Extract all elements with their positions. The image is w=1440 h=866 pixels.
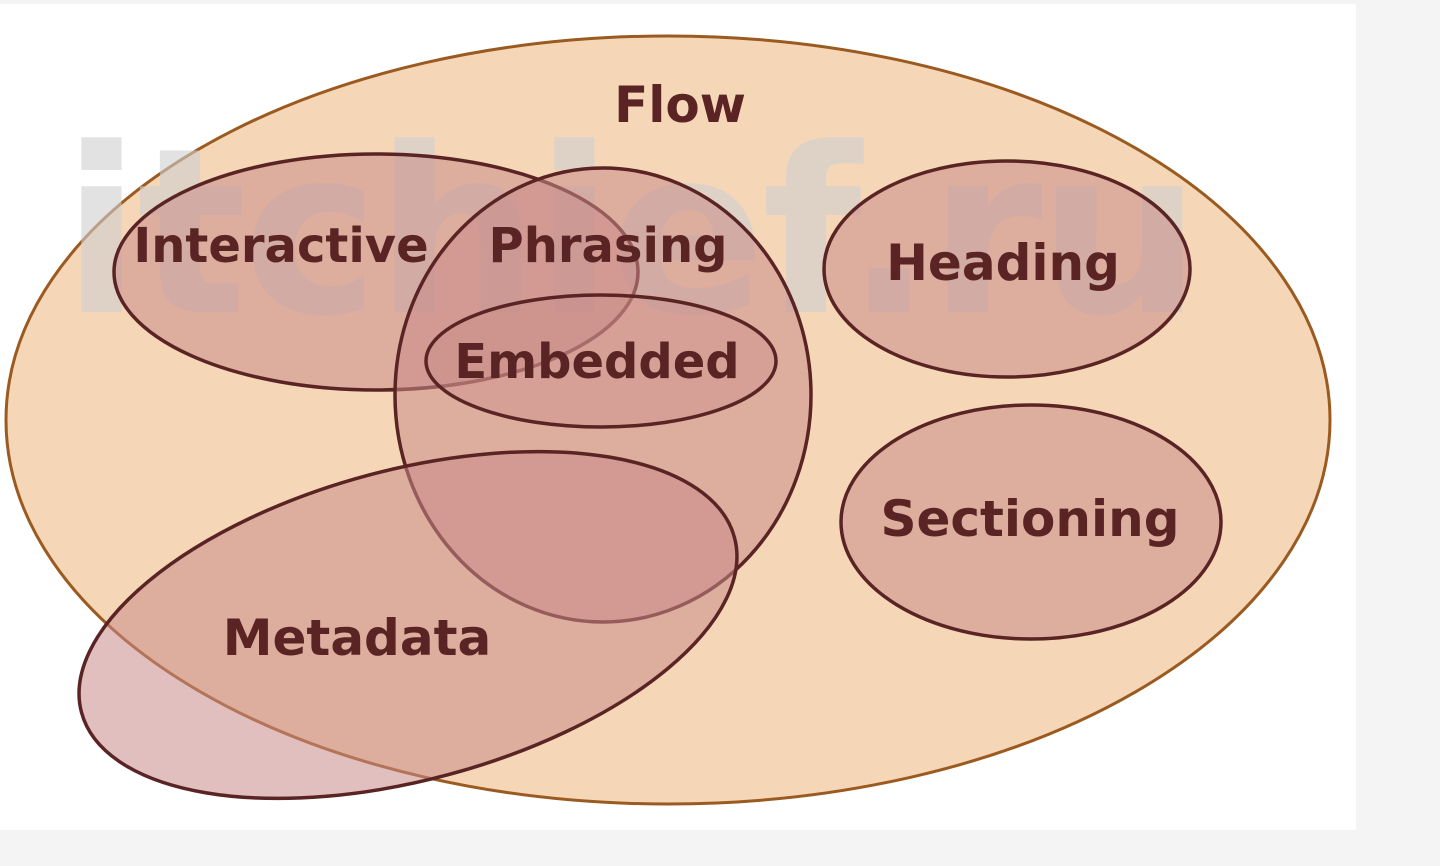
metadata-set xyxy=(77,449,739,801)
interactive-label: Interactive xyxy=(133,218,428,274)
heading-label: Heading xyxy=(886,234,1120,292)
embedded-label: Embedded xyxy=(454,334,739,390)
flow-label: Flow xyxy=(614,76,746,134)
heading-set xyxy=(822,159,1192,379)
embedded-set xyxy=(424,293,778,429)
sectioning-set xyxy=(839,403,1223,641)
sectioning-label: Sectioning xyxy=(880,490,1179,548)
phrasing-label: Phrasing xyxy=(489,218,728,274)
metadata-label: Metadata xyxy=(223,609,491,667)
